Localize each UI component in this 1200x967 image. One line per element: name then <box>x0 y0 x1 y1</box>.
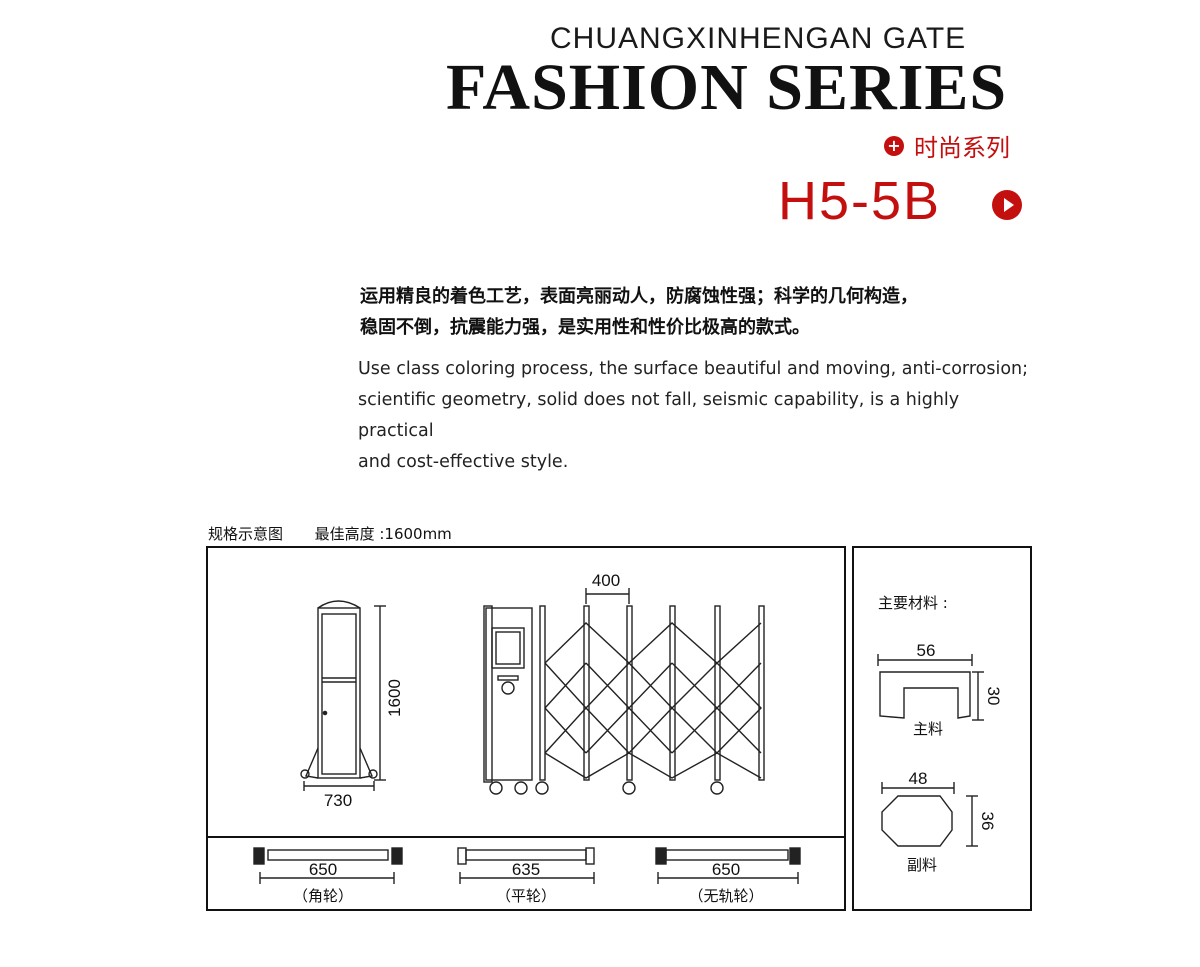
max-height-label: 最佳高度 :1600mm <box>314 525 452 543</box>
brand-title: CHUANGXINHENGAN GATE <box>550 22 967 55</box>
play-icon[interactable] <box>992 190 1022 220</box>
description-cn-line: 稳固不倒，抗震能力强，是实用性和性价比极高的款式。 <box>360 317 810 338</box>
wheel-name-label: （角轮） <box>293 887 353 905</box>
sub-material-label: 副料 <box>907 856 937 874</box>
pitch-label: 400 <box>592 571 620 590</box>
materials-diagram: 56 30 主料 48 36 副料 <box>877 641 1003 874</box>
gate-diagram: 1600 730 <box>300 571 765 810</box>
series-cn-text: 时尚系列 <box>914 134 1010 162</box>
sub-height-label: 36 <box>978 812 997 831</box>
gate-diagram-panel: 1600 730 <box>206 546 846 838</box>
plus-icon: + <box>884 135 904 156</box>
model-number: H5-5B <box>778 171 942 231</box>
description-en: Use class coloring process, the surface … <box>358 354 1038 478</box>
description-cn-line: 运用精良的着色工艺，表面亮丽动人，防腐蚀性强；科学的几何构造， <box>360 286 918 307</box>
side-height-label: 1600 <box>385 679 404 717</box>
materials-title: 主要材料 : <box>878 594 948 612</box>
sub-width-label: 48 <box>909 769 928 788</box>
spec-title-label: 规格示意图 <box>208 525 284 543</box>
series-title: FASHION SERIES <box>446 51 1008 124</box>
side-width-label: 730 <box>324 791 352 810</box>
main-width-label: 56 <box>917 641 936 660</box>
front-view-drawing <box>483 588 765 795</box>
material-drawings <box>877 654 984 847</box>
wheel-dim-label: 650 <box>712 860 740 879</box>
wheel-name-label: （平轮） <box>496 887 556 905</box>
wheel-drawings <box>253 847 801 884</box>
main-height-label: 30 <box>984 687 1003 706</box>
description-en-line: scientific geometry, solid does not fall… <box>358 390 960 441</box>
description-cn: 运用精良的着色工艺，表面亮丽动人，防腐蚀性强；科学的几何构造， 稳固不倒，抗震能… <box>360 281 1040 343</box>
wheels-diagram: 650 （角轮） 635 （平轮） 650 （无轨轮） <box>253 847 801 905</box>
main-material-label: 主料 <box>913 720 943 738</box>
wheel-dim-label: 650 <box>309 860 337 879</box>
wheels-panel: 650 （角轮） 635 （平轮） 650 （无轨轮） <box>206 836 846 911</box>
description-en-line: Use class coloring process, the surface … <box>358 359 1029 379</box>
wheel-dim-label: 635 <box>512 860 540 879</box>
wheel-name-label: （无轨轮） <box>688 887 763 905</box>
description-en-line: and cost-effective style. <box>358 452 569 472</box>
spec-title: 规格示意图 最佳高度 :1600mm <box>208 523 452 544</box>
side-view-drawing <box>300 600 386 791</box>
series-cn-label: + 时尚系列 <box>884 128 1010 163</box>
materials-panel: 主要材料 : 56 30 主料 48 36 副料 <box>852 546 1032 911</box>
